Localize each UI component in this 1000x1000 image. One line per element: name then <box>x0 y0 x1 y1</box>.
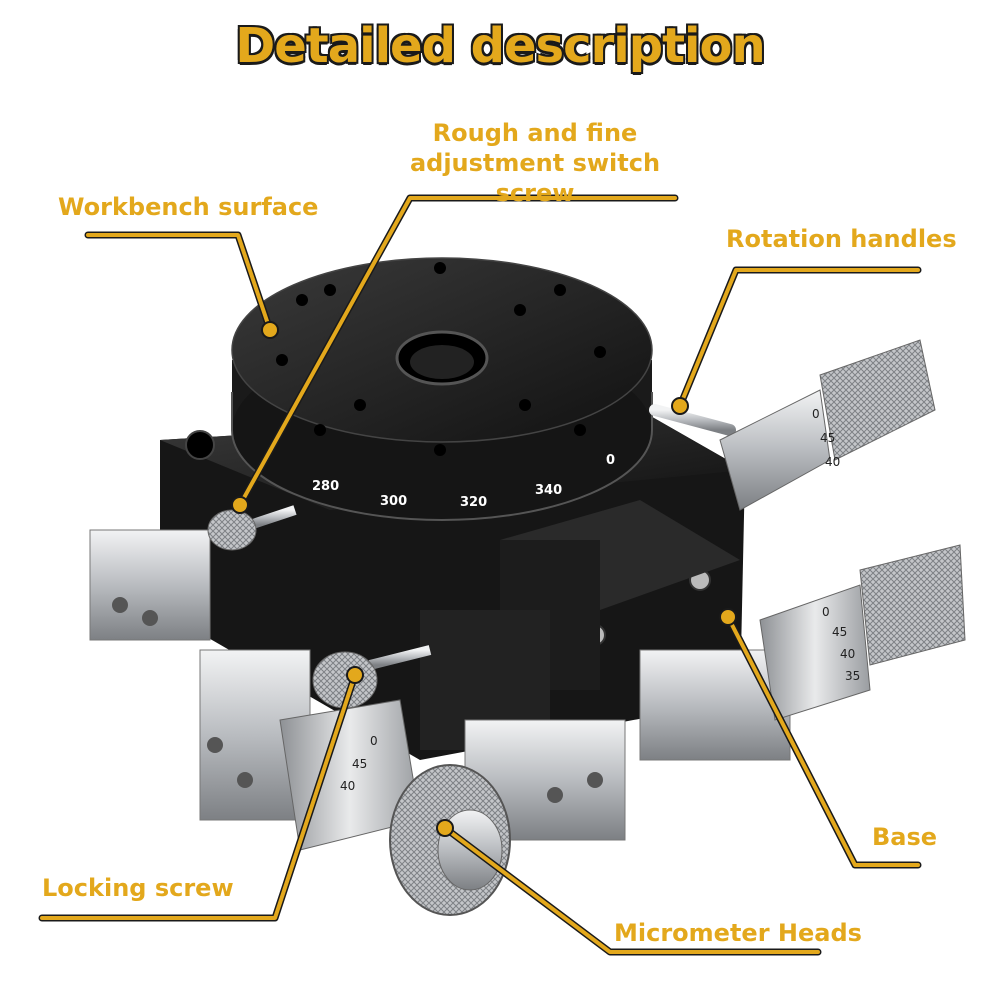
dial-mark-320: 320 <box>460 495 487 510</box>
svg-text:45: 45 <box>820 431 835 445</box>
dial-mark-0: 0 <box>606 453 615 468</box>
svg-text:0: 0 <box>370 734 378 748</box>
workbench-surface <box>231 257 653 521</box>
label-rotation-handles: Rotation handles <box>726 225 957 253</box>
front-micrometer: 0 45 40 <box>279 699 511 916</box>
dial-scale: 280 300 320 340 0 <box>312 453 615 510</box>
micro-scale-0: 0 <box>822 605 830 619</box>
label-micrometer-heads: Micrometer Heads <box>614 919 862 947</box>
rough-fine-switch-screw <box>207 505 297 551</box>
label-locking-screw: Locking screw <box>42 874 234 902</box>
rotation-handle <box>649 404 736 436</box>
upper-micrometer: 0 45 40 <box>719 339 936 511</box>
svg-text:0: 0 <box>812 407 820 421</box>
micro-scale-35: 35 <box>845 669 860 683</box>
svg-text:40: 40 <box>340 779 355 793</box>
right-micrometer: 0 45 40 35 <box>639 544 966 761</box>
label-base: Base <box>872 823 938 851</box>
dial-mark-300: 300 <box>380 494 407 509</box>
label-rough-fine-switch-screw: Rough and fine adjustment switch screw <box>409 119 661 207</box>
micro-scale-40: 40 <box>840 647 855 661</box>
svg-text:40: 40 <box>825 455 840 469</box>
callout-lines <box>38 194 922 956</box>
page-title: Detailed description <box>235 18 765 74</box>
svg-text:45: 45 <box>352 757 367 771</box>
dial-mark-340: 340 <box>535 483 562 498</box>
label-workbench-surface: Workbench surface <box>58 193 319 221</box>
dial-mark-280: 280 <box>312 479 339 494</box>
micro-scale-45: 45 <box>832 625 847 639</box>
